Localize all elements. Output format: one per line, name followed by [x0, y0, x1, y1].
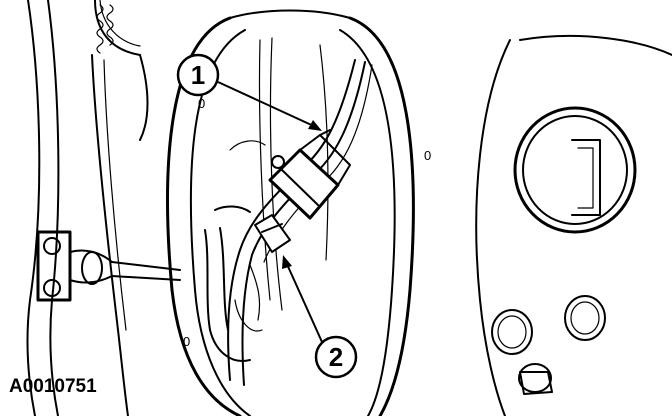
door-check-strap [36, 230, 181, 302]
grommet-holes [491, 295, 606, 395]
door-pillar [26, 0, 149, 416]
callout-1: 1 [176, 53, 322, 131]
callout-number: 1 [191, 60, 205, 90]
speaker-opening [475, 35, 672, 416]
electrical-connector [268, 129, 351, 220]
callout-number: 2 [329, 342, 343, 372]
lower-connector [254, 214, 291, 253]
hole-mark: 0 [183, 334, 190, 349]
callout-2: 2 [282, 255, 358, 379]
hole-mark: 0 [424, 148, 431, 163]
figure-id-label: A0010751 [9, 376, 97, 397]
hole-mark: 0 [198, 96, 205, 111]
